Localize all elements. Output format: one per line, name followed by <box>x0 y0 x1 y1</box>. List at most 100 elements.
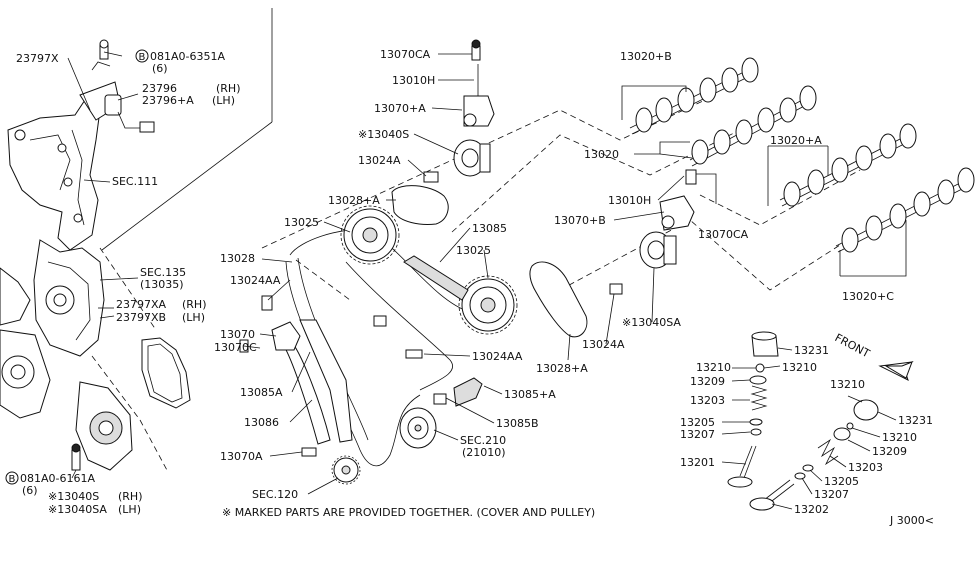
valve-train-left <box>727 331 779 488</box>
label-13040sa: ※13040SA <box>622 316 681 329</box>
label-13024aa-mid: 13024AA <box>472 350 523 363</box>
label-sec111: SEC.111 <box>112 175 158 188</box>
chain-tensioner-13070 <box>271 321 301 351</box>
chain-guide-13085 <box>403 255 469 301</box>
svg-text:B: B <box>139 52 146 63</box>
label-23797xb-lh: (LH) <box>182 311 205 324</box>
label-13040s-rh: ※13040S <box>48 490 99 503</box>
water-pump-pulley <box>399 407 437 449</box>
label-13085b: 13085B <box>496 417 539 430</box>
label-13040sa-lh: ※13040SA <box>48 503 107 516</box>
label-13210-right-top: 13210 <box>830 378 865 391</box>
label-081a0-6161a: 081A0-6161A <box>20 472 95 485</box>
label-13210-a: 13210 <box>696 361 731 374</box>
label-13070a-top: 13070+A <box>374 102 426 115</box>
label-13203-left: 13203 <box>690 394 725 407</box>
cam-pulley-13040s <box>453 139 491 177</box>
camshaft-sprocket-left <box>340 205 400 265</box>
label-081a0-6351a: 081A0-6351A <box>150 50 225 63</box>
front-cover-assembly <box>0 239 191 473</box>
label-13085a: 13085A <box>240 386 283 399</box>
camshaft-13020a <box>779 123 917 207</box>
diagram-id: J 3000< <box>889 514 934 527</box>
label-13020c: 13020+C <box>842 290 894 303</box>
label-sec135-sub: (13035) <box>140 278 184 291</box>
section-divider <box>101 121 273 251</box>
crankshaft-sprocket <box>331 455 361 485</box>
label-13209-right: 13209 <box>872 445 907 458</box>
label-13010h-right: 13010H <box>608 194 651 207</box>
label-front: FRONT <box>833 331 873 360</box>
front-arrow <box>878 361 914 381</box>
valve-train-right <box>749 399 879 511</box>
label-13070b: 13070+B <box>554 214 606 227</box>
label-13202: 13202 <box>794 503 829 516</box>
chain-guide-13085a-plus <box>453 377 483 407</box>
camshaft-13020c <box>835 167 975 253</box>
label-13209-left: 13209 <box>690 375 725 388</box>
svg-text:B: B <box>9 474 16 485</box>
label-13070: 13070 <box>220 328 255 341</box>
label-13040s: ※13040S <box>358 128 409 141</box>
label-13025-left: 13025 <box>284 216 319 229</box>
label-13207-left: 13207 <box>680 428 715 441</box>
label-13070c: 13070C <box>214 341 257 354</box>
label-13040s-rh-side: (RH) <box>118 490 143 503</box>
label-23797xa: 23797XA <box>116 298 167 311</box>
label-sec135: SEC.135 <box>140 266 186 279</box>
chain-guide-13085a <box>299 319 353 443</box>
footnote: ※ MARKED PARTS ARE PROVIDED TOGETHER. (C… <box>222 506 595 519</box>
label-23797x: 23797X <box>16 52 59 65</box>
label-23796a-lh: (LH) <box>212 94 235 107</box>
label-13028a: 13028+A <box>328 194 380 207</box>
label-sec210: SEC.210 <box>460 434 506 447</box>
label-13010h-top: 13010H <box>392 74 435 87</box>
label-13070ca-right: 13070CA <box>698 228 749 241</box>
label-081a0-6161a-qty: (6) <box>22 484 38 497</box>
label-13040sa-lh-side: (LH) <box>118 503 141 516</box>
label-23796a: 23796+A <box>142 94 194 107</box>
label-13025-mid: 13025 <box>456 244 491 257</box>
label-13086: 13086 <box>244 416 279 429</box>
label-13020a: 13020+A <box>770 134 822 147</box>
label-13028: 13028 <box>220 252 255 265</box>
label-sec120: SEC.120 <box>252 488 298 501</box>
chain-tensioner-arm-13086 <box>283 339 331 445</box>
b-marker-top: B <box>135 49 149 63</box>
label-13024aa-left: 13024AA <box>230 274 281 287</box>
cam-pulley-13040sa <box>639 231 677 269</box>
label-13024a-right: 13024A <box>582 338 625 351</box>
label-081a0-6351a-qty: (6) <box>152 62 168 75</box>
camshaft-13020 <box>689 85 817 167</box>
b-marker-bottom: B <box>5 471 19 485</box>
label-13205-right: 13205 <box>824 475 859 488</box>
label-13028a-right: 13028+A <box>536 362 588 375</box>
label-13210-b: 13210 <box>782 361 817 374</box>
camshaft-sprocket-middle <box>458 275 518 335</box>
label-23796-rh: (RH) <box>216 82 241 95</box>
bolts <box>239 39 697 457</box>
label-13231-top: 13231 <box>794 344 829 357</box>
leader-lines <box>67 51 907 510</box>
label-13020: 13020 <box>584 148 619 161</box>
label-sec210-sub: (21010) <box>462 446 506 459</box>
label-13020b: 13020+B <box>620 50 672 63</box>
label-13231-right: 13231 <box>898 414 933 427</box>
upper-left-bracket-assembly <box>7 39 155 251</box>
label-13210-right: 13210 <box>882 431 917 444</box>
label-13085a-plus: 13085+A <box>504 388 556 401</box>
label-13024a-top: 13024A <box>358 154 401 167</box>
part-labels: 23797X 081A0-6351A (6) 23796 (RH) 23796+… <box>16 48 934 527</box>
label-23797xb: 23797XB <box>116 311 166 324</box>
label-13085: 13085 <box>472 222 507 235</box>
label-13205-left: 13205 <box>680 416 715 429</box>
label-13070a-bottom: 13070A <box>220 450 263 463</box>
secondary-chain-upper <box>391 185 449 225</box>
label-13201: 13201 <box>680 456 715 469</box>
label-13070ca-top: 13070CA <box>380 48 431 61</box>
camshaft-13020b <box>629 57 759 135</box>
label-23797xa-rh: (RH) <box>182 298 207 311</box>
cam-solenoid-top <box>463 64 495 127</box>
label-13207-right: 13207 <box>814 488 849 501</box>
